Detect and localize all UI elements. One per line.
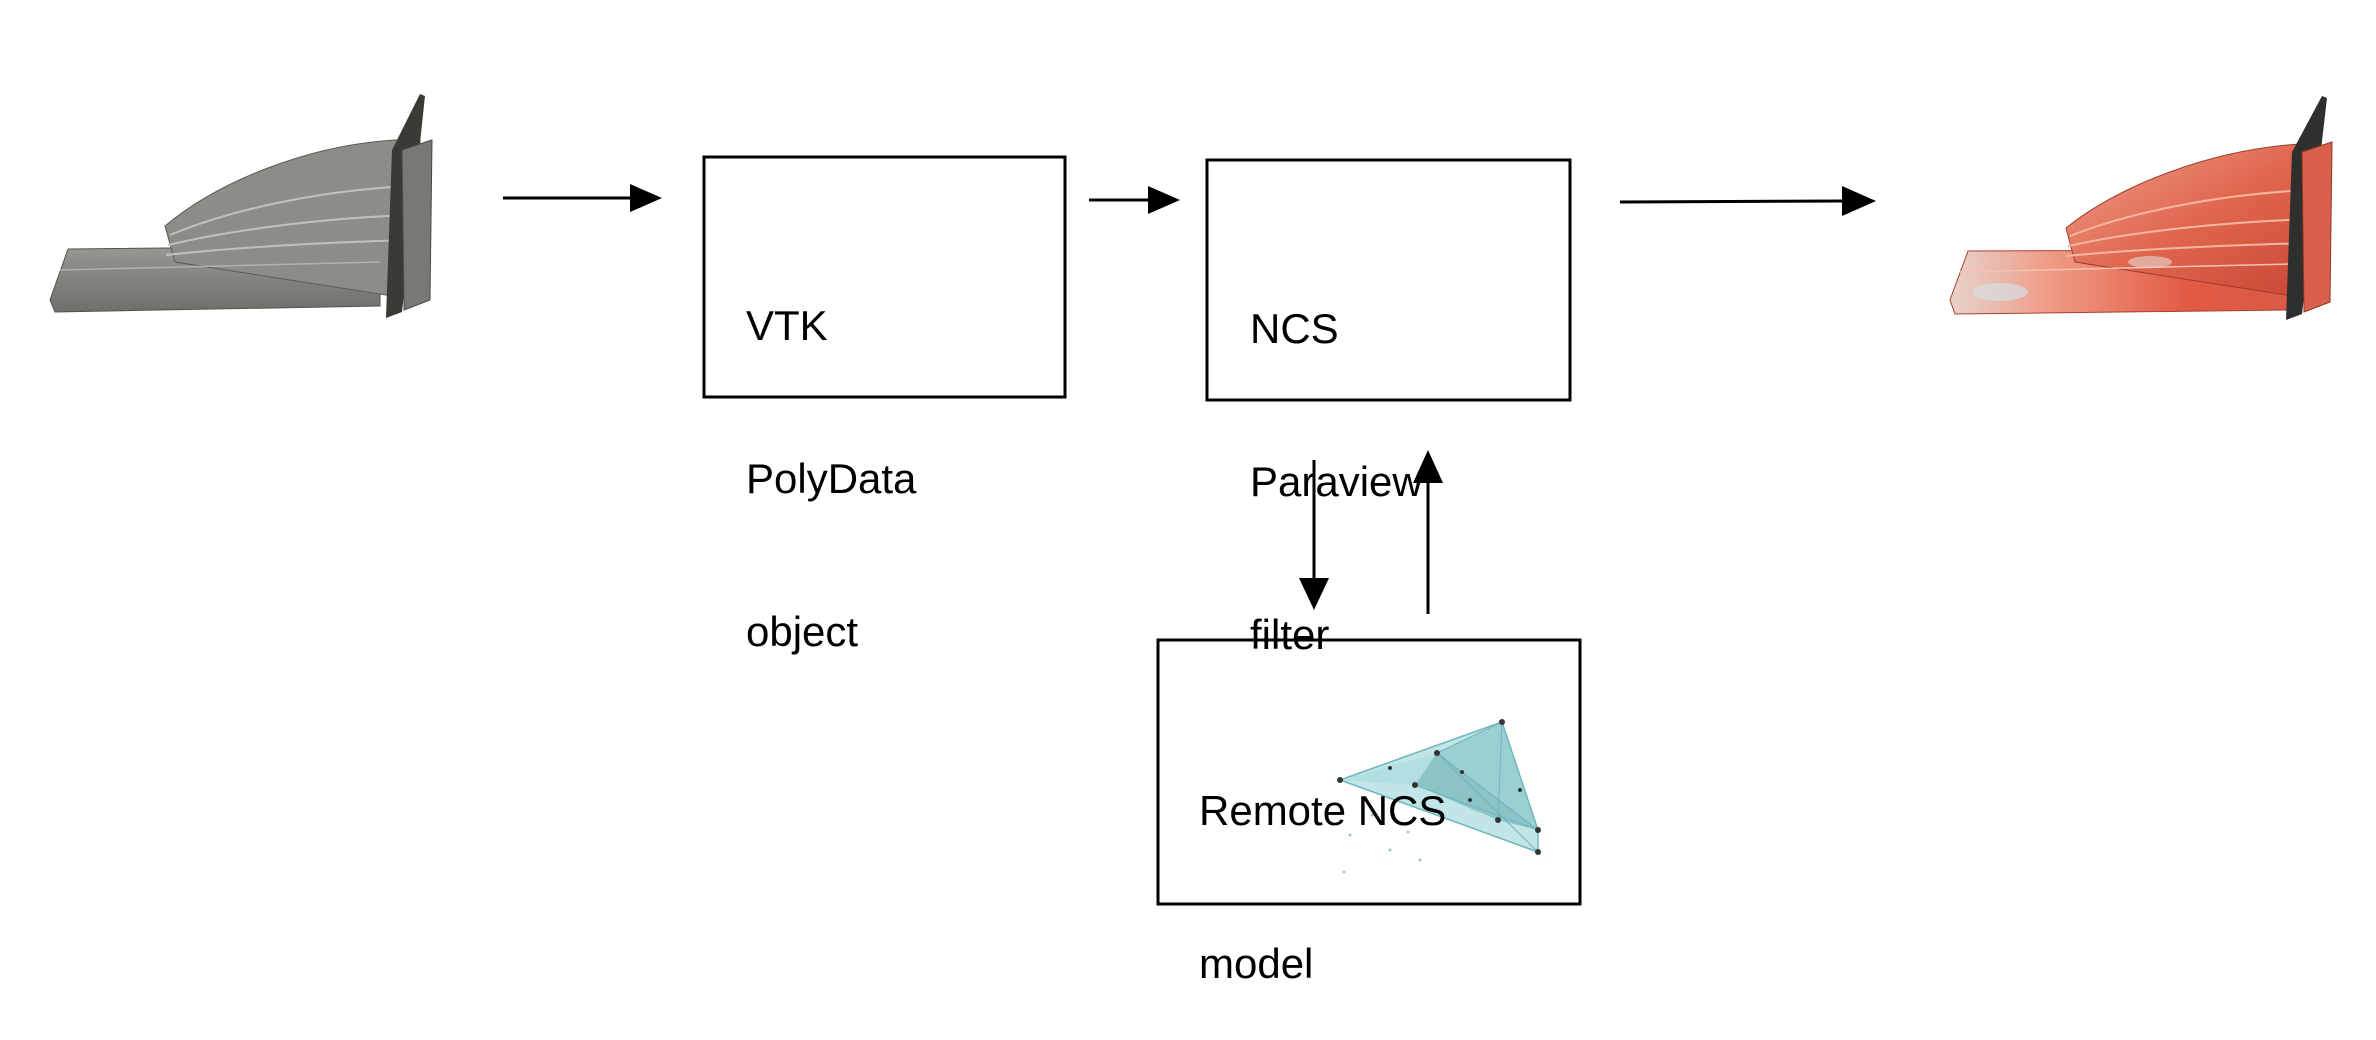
network-graph-icon <box>1337 719 1541 874</box>
remote-model-label: Remote NCS model <box>1199 683 1446 1040</box>
vtk-polydata-label: VTK PolyData object <box>746 198 916 708</box>
arrow-vtk-to-ncs-filter <box>1089 186 1180 214</box>
remote-model-label-line-1: Remote NCS <box>1199 787 1447 834</box>
ncs-pipeline-diagram <box>49 94 2333 906</box>
input-wing-image <box>49 94 433 318</box>
vtk-polydata-box <box>702 155 1067 399</box>
ncs-filter-label-line-3: filter <box>1250 611 1330 658</box>
ncs-filter-label-line-2: Paraview <box>1250 458 1423 505</box>
remote-model-label-line-2: model <box>1199 940 1314 987</box>
ncs-filter-label: NCS Paraview filter <box>1250 201 1423 711</box>
vtk-polydata-label-line-2: PolyData <box>746 455 917 502</box>
vtk-polydata-label-line-3: object <box>746 608 859 655</box>
ncs-filter-box <box>1205 158 1572 402</box>
arrow-input-to-vtk <box>503 184 662 212</box>
arrow-ncs-filter-to-output <box>1619 186 1876 216</box>
ncs-filter-label-line-1: NCS <box>1250 305 1339 352</box>
arrow-filter-to-remote-model <box>1299 460 1329 610</box>
output-wing-image <box>1949 96 2333 320</box>
vtk-polydata-label-line-1: VTK <box>746 302 828 349</box>
arrow-remote-model-to-filter <box>1413 450 1443 614</box>
